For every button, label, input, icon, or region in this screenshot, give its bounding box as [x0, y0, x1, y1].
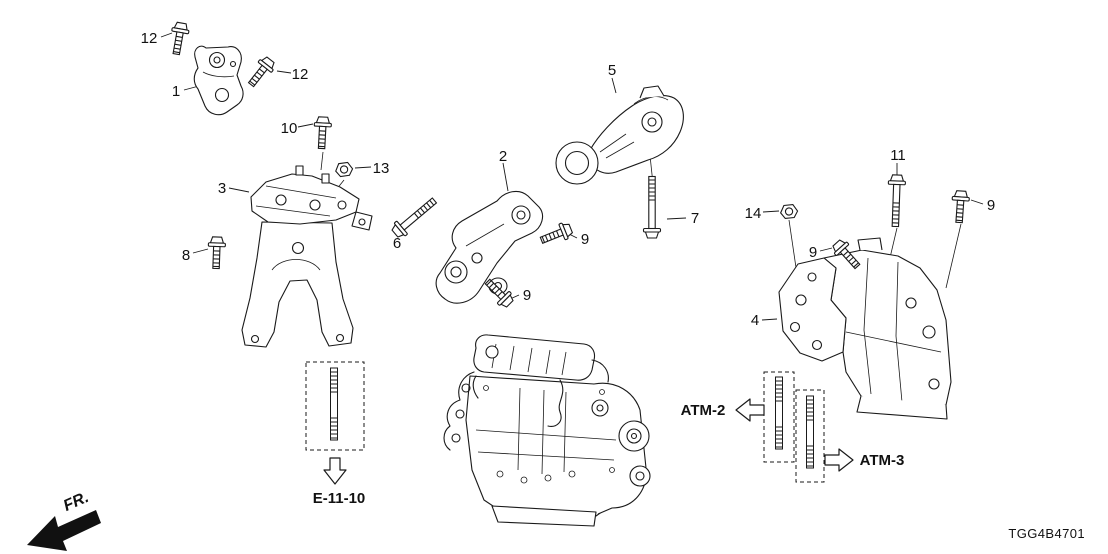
e1110-label: E-11-10 [313, 490, 366, 507]
callout-5: 5 [608, 62, 616, 79]
atm3-dashed-box [795, 389, 825, 483]
fr-direction-arrow-icon [27, 510, 101, 551]
callout-9-upper: 9 [581, 231, 589, 248]
e1110-stud-icon [330, 367, 338, 441]
atm3-stud-icon [806, 395, 814, 469]
callout-11: 11 [890, 147, 906, 164]
atm3-arrow-right-icon [824, 448, 854, 472]
callout-3: 3 [218, 180, 226, 197]
atm3-label: ATM-3 [860, 452, 905, 469]
callout-2: 2 [499, 148, 507, 165]
atm2-dashed-box [763, 371, 795, 463]
part-3-engine-mount-bracket [241, 165, 373, 348]
callout-4: 4 [751, 312, 759, 329]
callout-6: 6 [393, 235, 401, 252]
atm2-arrow-left-icon [735, 398, 765, 422]
atm2-stud-icon [775, 376, 783, 450]
part-1-mounting-bracket [193, 45, 244, 116]
diagram-code: TGG4B4701 [1008, 526, 1085, 541]
callout-10: 10 [281, 120, 298, 137]
callout-7: 7 [691, 210, 699, 227]
callout-1: 1 [172, 83, 180, 100]
e1110-dashed-box [305, 361, 365, 451]
callout-9-right: 9 [987, 197, 995, 214]
callout-8: 8 [182, 247, 190, 264]
part-4-transmission-mount-bracket [778, 237, 952, 420]
atm2-label: ATM-2 [681, 402, 726, 419]
engine-assembly [443, 334, 651, 527]
callout-9-lower: 9 [523, 287, 531, 304]
callout-12-left: 12 [141, 30, 158, 47]
callout-9-left: 9 [809, 244, 817, 261]
e1110-arrow-down-icon [323, 457, 347, 485]
callout-13: 13 [373, 160, 390, 177]
callout-14: 14 [745, 205, 762, 222]
part-5-torque-rod-mount [555, 85, 684, 185]
callout-12-right: 12 [292, 66, 309, 83]
